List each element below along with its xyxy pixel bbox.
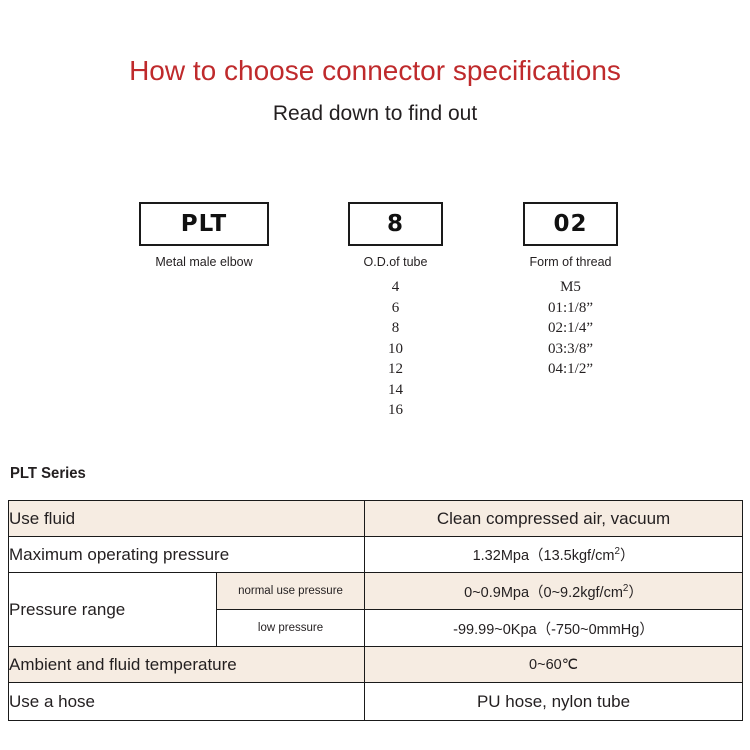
- code-option: 12: [388, 361, 403, 377]
- spec-value-cell: Clean compressed air, vacuum: [364, 500, 744, 537]
- code-box-series-text: PLT: [180, 211, 228, 237]
- code-caption-thread-form: Form of thread: [529, 255, 612, 269]
- code-box-thread-form: 02: [523, 202, 618, 246]
- code-option: 8: [391, 320, 400, 336]
- code-option: M5: [560, 279, 581, 295]
- code-box-tube-od-text: 8: [386, 211, 404, 237]
- code-option: 02:1/4”: [548, 320, 593, 336]
- code-box-series: PLT: [139, 202, 269, 246]
- code-group-series: PLT Metal male elbow: [139, 202, 269, 277]
- code-group-thread-form: 02 Form of thread M5 01:1/8” 02:1/4” 03:3/8…: [523, 202, 618, 380]
- code-box-thread-form-text: 02: [553, 211, 588, 237]
- code-option: 03:3/8”: [548, 340, 593, 357]
- spec-label-cell: Ambient and fluid temperature: [7, 646, 366, 683]
- spec-value-cell: -99.99~0Kpa（-750~0mmHg）: [364, 609, 744, 647]
- code-option: 6: [391, 299, 400, 316]
- spec-value-cell: PU hose, nylon tube: [364, 682, 744, 721]
- page-subtitle: Read down to find out: [272, 102, 478, 125]
- spec-label-cell: Pressure range: [8, 572, 217, 647]
- code-caption-series: Metal male elbow: [155, 255, 253, 269]
- spec-sublabel-cell: low pressure: [215, 609, 366, 647]
- table-row: low pressure-99.99~0Kpa（-750~0mmHg）: [9, 609, 744, 647]
- code-option: 04:1/2”: [548, 361, 593, 377]
- code-options-tube-od: 4 6 8 10 12 14 16: [348, 277, 443, 421]
- code-option: 4: [391, 279, 400, 295]
- code-group-tube-od: 8 O.D.of tube 4 6 8 10 12 14 16: [348, 202, 443, 421]
- spec-sublabel-cell: normal use pressure: [215, 572, 366, 610]
- part-number-breakdown: PLT Metal male elbow 8 O.D.of tube 4 6 8 10…: [0, 0, 750, 418]
- spec-label-cell: Maximum operating pressure: [7, 536, 366, 573]
- spec-value-cell: 1.32Mpa（13.5kgf/cm2）: [364, 536, 744, 573]
- code-option: 14: [388, 381, 403, 398]
- series-heading: PLT Series: [10, 465, 86, 482]
- spec-value-cell: 0~60℃: [364, 646, 744, 683]
- code-caption-tube-od: O.D.of tube: [363, 255, 428, 269]
- spec-value-cell: 0~0.9Mpa（0~9.2kgf/cm2）: [364, 572, 744, 610]
- code-box-tube-od: 8: [348, 202, 443, 246]
- spec-label-cell: Use fluid: [7, 500, 366, 537]
- page-title: How to choose connector specifications: [129, 55, 621, 86]
- code-option: 01:1/8”: [548, 299, 593, 316]
- code-options-thread-form: M5 01:1/8” 02:1/4” 03:3/8” 04:1/2”: [523, 277, 618, 380]
- spec-label-cell: Use a hose: [7, 682, 366, 721]
- code-option: 16: [388, 402, 403, 418]
- code-option: 10: [388, 340, 403, 357]
